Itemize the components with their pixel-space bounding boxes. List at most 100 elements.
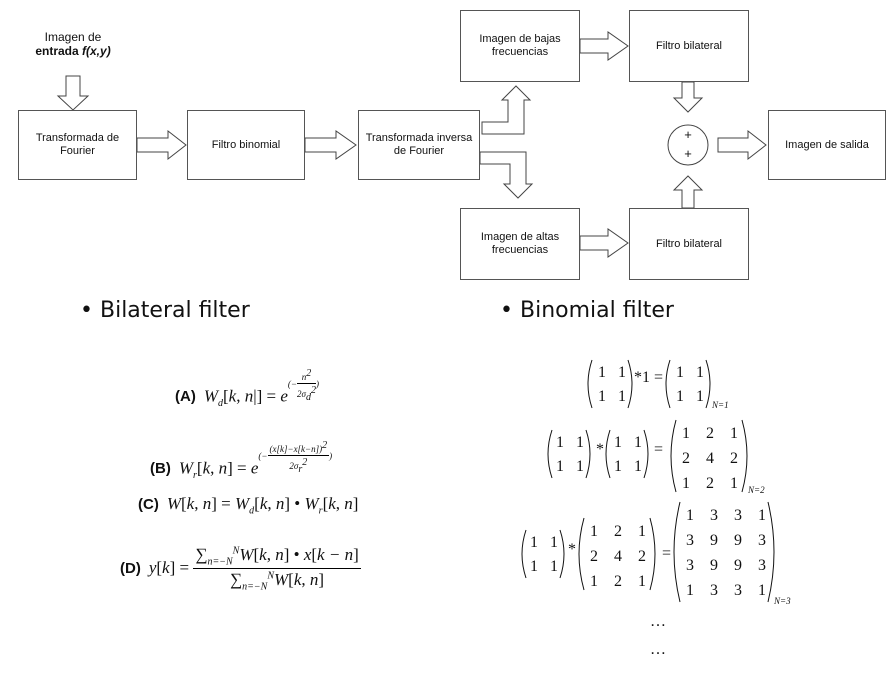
svg-text:3: 3 bbox=[758, 557, 766, 574]
flow-arrows: + + bbox=[56, 31, 767, 258]
svg-text:3: 3 bbox=[710, 582, 718, 599]
svg-text:3: 3 bbox=[734, 582, 742, 599]
svg-text:=: = bbox=[662, 545, 671, 562]
binomial-ellipsis-1: … bbox=[650, 613, 666, 630]
arrow-inverse-low bbox=[481, 85, 532, 135]
svg-text:1: 1 bbox=[758, 582, 766, 599]
svg-text:*: * bbox=[568, 541, 576, 558]
svg-text:1: 1 bbox=[634, 434, 642, 451]
svg-text:1: 1 bbox=[730, 425, 738, 442]
svg-text:1: 1 bbox=[614, 458, 622, 475]
svg-text:1: 1 bbox=[550, 534, 558, 551]
svg-text:3: 3 bbox=[686, 557, 694, 574]
svg-text:1: 1 bbox=[614, 434, 622, 451]
equation-c-label: (C) bbox=[138, 496, 159, 513]
svg-text:1: 1 bbox=[696, 388, 704, 405]
svg-text:2: 2 bbox=[614, 573, 622, 590]
svg-text:=: = bbox=[654, 441, 663, 458]
box-output: Imagen de salida bbox=[768, 110, 886, 180]
svg-text:2: 2 bbox=[730, 450, 738, 467]
box-fourier: Transformada de Fourier bbox=[18, 110, 137, 180]
svg-text:1: 1 bbox=[556, 434, 564, 451]
svg-text:2: 2 bbox=[614, 523, 622, 540]
sum-plus-bottom: + bbox=[684, 146, 692, 161]
svg-text:1: 1 bbox=[638, 573, 646, 590]
equation-d: (D)y[k] = ∑n=−NNW[k, n] • x[k − n]∑n=−NN… bbox=[120, 545, 361, 593]
svg-text:2: 2 bbox=[706, 475, 714, 492]
svg-text:2: 2 bbox=[706, 425, 714, 442]
svg-text:1: 1 bbox=[550, 558, 558, 575]
svg-text:*: * bbox=[596, 441, 604, 458]
input-label-line2: entrada bbox=[35, 44, 79, 58]
box-bilateral-bottom: Filtro bilateral bbox=[629, 208, 749, 280]
svg-text:1: 1 bbox=[676, 388, 684, 405]
svg-text:4: 4 bbox=[706, 450, 714, 467]
svg-text:1: 1 bbox=[638, 523, 646, 540]
svg-text:2: 2 bbox=[590, 548, 598, 565]
svg-text:1: 1 bbox=[682, 425, 690, 442]
svg-text:1: 1 bbox=[576, 434, 584, 451]
svg-text:1: 1 bbox=[634, 458, 642, 475]
arrow-inverse-high bbox=[479, 151, 534, 199]
svg-text:1: 1 bbox=[598, 388, 606, 405]
arrow-fourier-binomial bbox=[136, 129, 187, 161]
svg-text:1: 1 bbox=[676, 364, 684, 381]
svg-text:1: 1 bbox=[576, 458, 584, 475]
binomial-label-n3: N=3 bbox=[773, 596, 791, 606]
arrow-bilateral-sum-top bbox=[672, 81, 704, 113]
svg-text:2: 2 bbox=[638, 548, 646, 565]
svg-text:9: 9 bbox=[734, 532, 742, 549]
equation-a-label: (A) bbox=[175, 388, 196, 406]
svg-text:1: 1 bbox=[590, 573, 598, 590]
svg-text:3: 3 bbox=[758, 532, 766, 549]
arrow-high-bilateral bbox=[579, 228, 629, 258]
svg-text:1: 1 bbox=[618, 364, 626, 381]
svg-text:1: 1 bbox=[618, 388, 626, 405]
svg-text:1: 1 bbox=[686, 582, 694, 599]
equation-c: (C)W[k, n] = Wd[k, n] • Wr[k, n] bbox=[138, 494, 359, 517]
binomial-ellipsis-2: … bbox=[650, 641, 666, 658]
svg-text:2: 2 bbox=[682, 450, 690, 467]
box-low-frequencies: Imagen de bajas frecuencias bbox=[460, 10, 580, 82]
input-label-line1: Imagen de bbox=[44, 30, 102, 44]
arrow-sum-output bbox=[717, 129, 767, 161]
svg-text:1: 1 bbox=[686, 507, 694, 524]
arrow-bilateral-sum-bottom bbox=[672, 175, 704, 209]
svg-text:3: 3 bbox=[734, 507, 742, 524]
input-label: Imagen de entrada f(x,y) bbox=[28, 30, 118, 58]
svg-text:*1 =: *1 = bbox=[634, 369, 663, 386]
box-bilateral-top: Filtro bilateral bbox=[629, 10, 749, 82]
svg-text:3: 3 bbox=[686, 532, 694, 549]
svg-text:3: 3 bbox=[710, 507, 718, 524]
input-arrow bbox=[56, 75, 90, 111]
svg-text:1: 1 bbox=[598, 364, 606, 381]
sum-plus-top: + bbox=[684, 127, 692, 142]
binomial-label-n2: N=2 bbox=[747, 485, 765, 495]
svg-text:1: 1 bbox=[530, 534, 538, 551]
svg-text:1: 1 bbox=[696, 364, 704, 381]
box-high-frequencies: Imagen de altas frecuencias bbox=[460, 208, 580, 280]
svg-text:9: 9 bbox=[710, 557, 718, 574]
arrow-binomial-inverse bbox=[304, 130, 357, 160]
equation-b-label: (B) bbox=[150, 460, 171, 478]
svg-text:1: 1 bbox=[530, 558, 538, 575]
box-inverse-fourier: Transformada inversa de Fourier bbox=[358, 110, 480, 180]
box-binomial: Filtro binomial bbox=[187, 110, 305, 180]
binomial-label-n1: N=1 bbox=[711, 400, 729, 410]
bilateral-title: • Bilateral filter bbox=[80, 298, 250, 323]
svg-text:1: 1 bbox=[682, 475, 690, 492]
svg-text:1: 1 bbox=[556, 458, 564, 475]
input-label-func: f(x,y) bbox=[82, 44, 111, 58]
svg-text:4: 4 bbox=[614, 548, 622, 565]
svg-text:1: 1 bbox=[758, 507, 766, 524]
equation-d-label: (D) bbox=[120, 559, 141, 577]
binomial-title: • Binomial filter bbox=[500, 298, 674, 323]
arrow-low-bilateral bbox=[579, 31, 629, 61]
sum-circle bbox=[667, 124, 709, 166]
